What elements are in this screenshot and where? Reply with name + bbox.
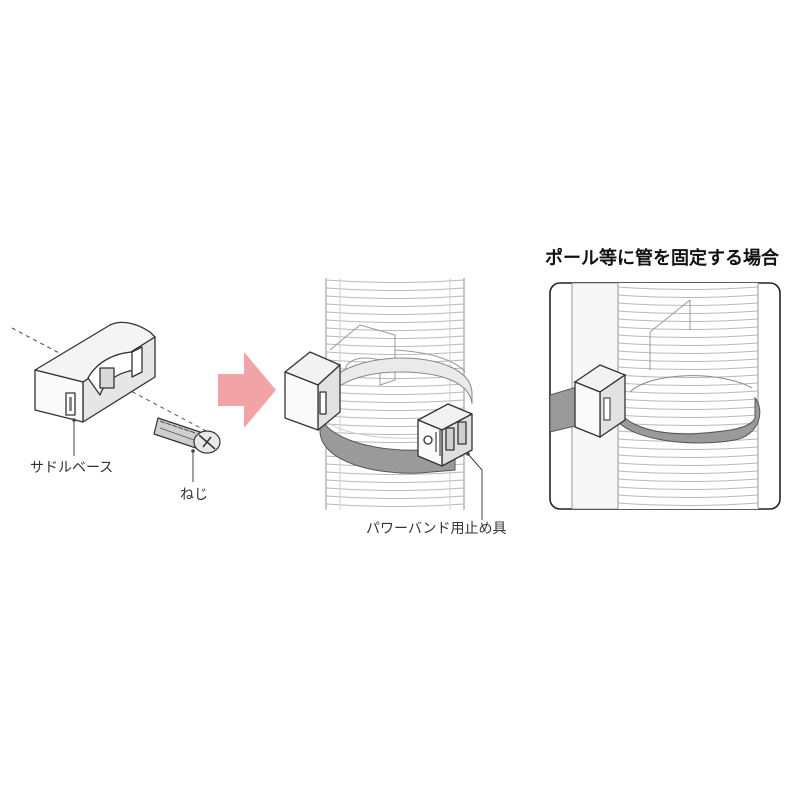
inset-panel: [549, 282, 781, 510]
pipe-rib: [325, 487, 465, 491]
saddle-base-mounted: [284, 351, 341, 431]
pipe-rib: [617, 502, 759, 506]
pipe-rib: [617, 342, 759, 346]
pipe-rib: [325, 479, 465, 483]
pipe-rib: [325, 503, 465, 507]
pipe-rib: [617, 334, 759, 338]
pipe-rib: [326, 512, 464, 515]
pipe-rib: [325, 295, 465, 299]
pipe-rib: [617, 414, 759, 418]
stopper-leader: [467, 453, 483, 520]
band-stopper: [417, 403, 473, 467]
pipe-rib: [617, 294, 759, 298]
right-arrow-icon: [218, 352, 276, 428]
saddle-base: [34, 321, 156, 423]
pipe-rib: [617, 310, 759, 314]
stopper-label: パワーバンド用止め具: [366, 521, 507, 537]
saddle-base-leader-dot: [72, 418, 76, 422]
pipe-rib: [617, 470, 759, 474]
pipe-rib: [325, 311, 465, 315]
pipe-rib: [617, 462, 759, 466]
screw: [153, 417, 221, 454]
pipe-rib: [617, 478, 759, 482]
exploded-parts: [11, 321, 221, 482]
pipe-rib: [617, 326, 759, 330]
pipe-rib: [325, 471, 465, 475]
pipe-rib: [325, 303, 465, 307]
pipe-rib: [617, 398, 759, 402]
pipe-rib: [617, 358, 759, 362]
pipe-rib: [325, 279, 465, 283]
pipe-rib: [617, 286, 759, 290]
screw-leader-dot: [191, 449, 195, 453]
pipe-rib: [617, 350, 759, 354]
pipe-rib: [617, 446, 759, 450]
corrugated-pipe: [325, 278, 465, 515]
main-assembly: [284, 278, 483, 520]
inset-title: ポール等に管を固定する場合: [545, 248, 779, 269]
pipe-rib: [617, 318, 759, 322]
pipe-rib: [325, 391, 465, 395]
pipe-rib: [325, 319, 465, 323]
pipe-rib: [617, 374, 759, 378]
pipe-rib: [325, 495, 465, 499]
pipe-rib: [325, 287, 465, 291]
pipe-rib: [325, 327, 465, 331]
pipe-rib: [617, 366, 759, 370]
pipe-rib: [617, 390, 759, 394]
screw-label: ねじ: [180, 487, 208, 503]
pipe-rib: [617, 494, 759, 498]
saddle-base-label: サドルベース: [30, 460, 114, 476]
band-back: [325, 357, 473, 405]
pipe-rib: [617, 454, 759, 458]
assembly-guide-line: [11, 327, 209, 433]
pipe-rib: [617, 302, 759, 306]
pipe-rib: [617, 406, 759, 410]
pipe-rib: [325, 399, 465, 403]
pipe-rib: [617, 486, 759, 490]
